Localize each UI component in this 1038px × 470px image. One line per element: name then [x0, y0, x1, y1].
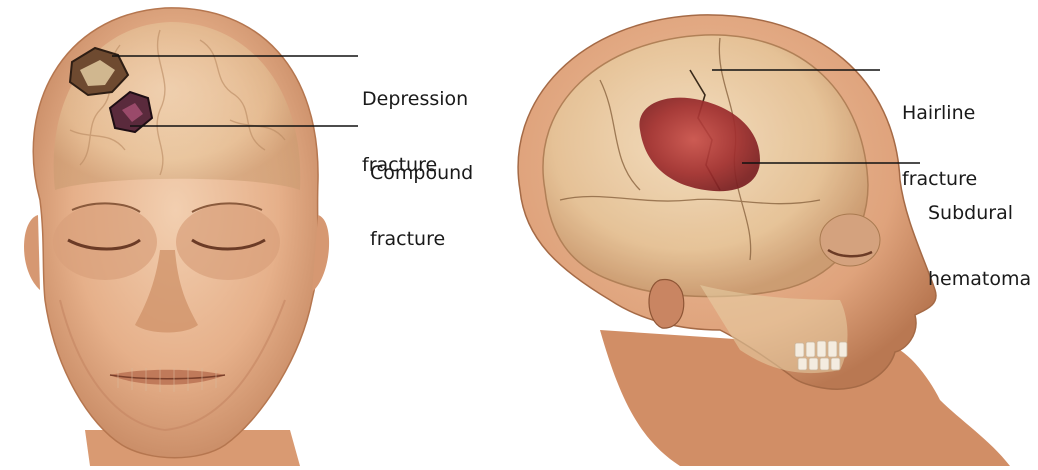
label-compound-line2: fracture [370, 228, 473, 250]
label-subdural-line1: Subdural [928, 202, 1031, 224]
label-compound-fracture: Compound fracture [370, 118, 473, 294]
lateral-ear [649, 280, 684, 329]
lateral-teeth [795, 341, 847, 370]
label-subdural-hematoma: Subdural hematoma [928, 158, 1031, 334]
label-subdural-line2: hematoma [928, 268, 1031, 290]
label-compound-line1: Compound [370, 162, 473, 184]
left-ear [24, 215, 40, 290]
frontal-head [24, 8, 358, 466]
label-depression-line1: Depression [362, 88, 468, 110]
label-hairline-line1: Hairline [902, 102, 977, 124]
lateral-orbit [820, 214, 880, 266]
